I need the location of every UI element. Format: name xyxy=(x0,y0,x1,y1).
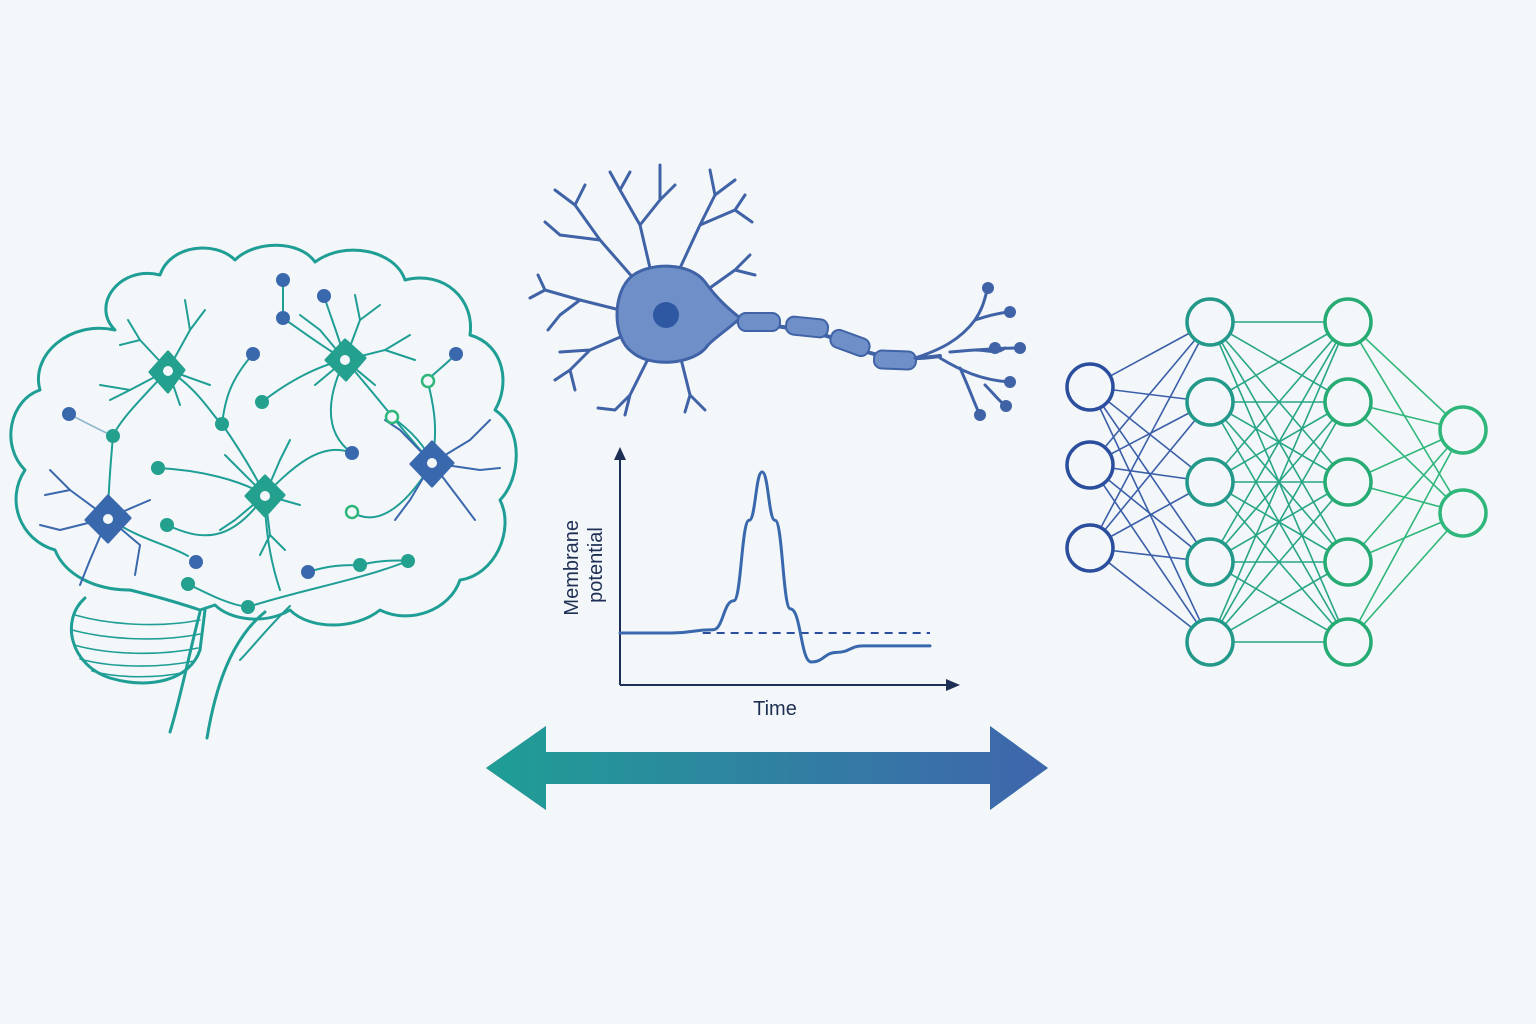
ann-connection xyxy=(1347,512,1464,643)
brain-connections xyxy=(68,279,457,608)
nucleus xyxy=(653,302,679,328)
biological-neuron-icon xyxy=(528,163,1026,421)
ann-node xyxy=(1323,297,1373,347)
myelin-sheath xyxy=(737,312,918,371)
y-axis-arrowhead xyxy=(614,447,626,460)
ann-node xyxy=(1438,405,1488,455)
ann-node xyxy=(1185,457,1235,507)
ann-node xyxy=(1065,362,1115,412)
ann-connection xyxy=(1347,321,1464,514)
ann-node xyxy=(1323,617,1373,667)
brain-outline xyxy=(9,243,518,627)
ann-connection xyxy=(1089,401,1211,549)
ann-node xyxy=(1185,617,1235,667)
ann-node xyxy=(1438,488,1488,538)
ann-hidden-layer-1 xyxy=(1185,297,1235,667)
ann-connection xyxy=(1209,401,1349,643)
brain-synapses xyxy=(62,273,463,614)
ann-node xyxy=(1185,297,1235,347)
ann-node xyxy=(1185,377,1235,427)
dendrites xyxy=(528,163,757,417)
ann-connection xyxy=(1347,321,1464,431)
ann-connection xyxy=(1089,464,1211,563)
ann-connection xyxy=(1347,429,1464,563)
brain-neuron-3 xyxy=(219,439,301,556)
ann-node xyxy=(1323,377,1373,427)
ann-connection xyxy=(1209,321,1349,483)
ann-connection xyxy=(1089,321,1211,549)
artificial-neural-network-icon xyxy=(1065,297,1488,667)
terminal-boutons xyxy=(974,282,1026,421)
axon-terminals xyxy=(913,286,1022,417)
brain-neuron-4 xyxy=(39,469,151,586)
ann-node xyxy=(1323,537,1373,587)
brain-neuron-1 xyxy=(99,299,211,406)
ann-connection xyxy=(1347,429,1464,643)
x-axis-arrowhead xyxy=(946,679,960,691)
ann-connection xyxy=(1209,321,1349,563)
ann-connection xyxy=(1089,321,1211,466)
arrow-fill xyxy=(486,726,1048,810)
ann-node xyxy=(1323,457,1373,507)
ann-connection xyxy=(1209,561,1349,643)
ann-connections xyxy=(1089,321,1464,643)
ann-connection xyxy=(1209,481,1349,643)
action-potential-curve xyxy=(618,470,932,664)
brain-network-icon xyxy=(9,243,518,740)
ann-connection xyxy=(1089,464,1211,643)
ann-node xyxy=(1185,537,1235,587)
ann-node xyxy=(1065,523,1115,573)
ann-connection xyxy=(1089,547,1211,643)
x-axis-label: Time xyxy=(753,698,797,720)
cerebellum-folds xyxy=(71,614,201,678)
brain-stem xyxy=(168,610,202,734)
membrane-potential-chart: Time Membrane potential xyxy=(561,447,960,720)
y-axis-label: Membrane potential xyxy=(561,514,607,615)
brain-stem-front xyxy=(205,610,267,740)
ann-connection xyxy=(1209,321,1349,403)
ann-node xyxy=(1065,440,1115,490)
ann-output-layer xyxy=(1438,405,1488,538)
y-axis-label-line-2: potential xyxy=(585,527,607,603)
ann-input-layer xyxy=(1065,362,1115,573)
ann-hidden-layer-2 xyxy=(1323,297,1373,667)
y-axis-label-line-1: Membrane xyxy=(561,520,583,616)
brain-neuron-2 xyxy=(299,294,416,386)
ann-connection xyxy=(1347,401,1464,514)
ann-connection xyxy=(1209,321,1349,643)
brain-neuron-5 xyxy=(384,419,501,521)
